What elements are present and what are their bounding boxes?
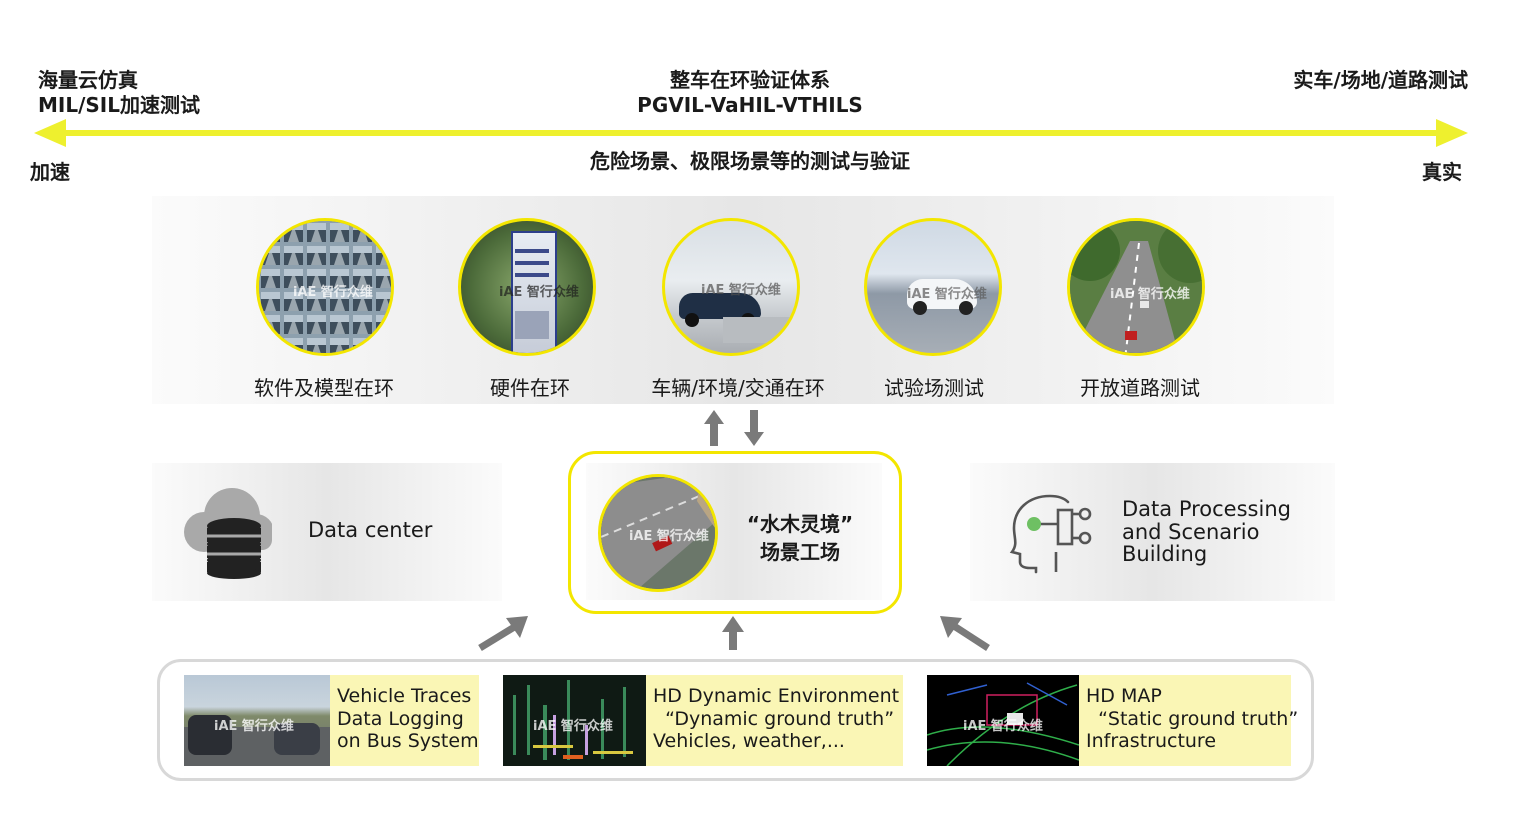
vehicle-traces-watermark: iAE 智行众维 [214, 719, 294, 734]
sources-box [157, 659, 1314, 781]
dynamic-environment-watermark: iAE 智行众维 [533, 719, 613, 734]
vehicle-traces-image: iAE 智行众维 [184, 675, 330, 766]
hd-map-watermark: iAE 智行众维 [963, 719, 1043, 734]
vehicle-traces-label: Vehicle Traces Data Logging on Bus Syste… [330, 675, 479, 766]
header-right: 实车/场地/道路测试 [1293, 68, 1468, 92]
processing-label: Data Processing and Scenario Building [1122, 497, 1291, 566]
header-center: 整车在环验证体系 PGVIL-VaHIL-VTHILS [550, 68, 950, 118]
header-center-line1: 整车在环验证体系 [670, 68, 830, 92]
method-label-hil: 硬件在环 [490, 376, 570, 400]
scenario-factory-image: iAE 智行众维 [598, 474, 718, 592]
sil-watermark: iAE 智行众维 [293, 285, 373, 300]
axis-right-label: 真实 [1422, 160, 1462, 184]
scenario-factory-title-line1: “水木灵境” [746, 512, 854, 536]
method-label-vil: 车辆/环境/交通在环 [651, 376, 825, 400]
hil-watermark: iAE 智行众维 [499, 285, 579, 300]
header-left-line2: MIL/SIL加速测试 [38, 93, 200, 117]
open-road-image: iAE 智行众维 [1067, 218, 1205, 356]
method-label-sil: 软件及模型在环 [254, 376, 394, 400]
method-label-open-road: 开放道路测试 [1080, 376, 1200, 400]
scenario-factory-title: “水木灵境” 场景工场 [730, 510, 870, 566]
method-label-proving-ground: 试验场测试 [884, 376, 984, 400]
scenario-factory-watermark: iAE 智行众维 [629, 529, 709, 544]
hil-image: iAE 智行众维 [458, 218, 596, 356]
header-left-line1: 海量云仿真 [38, 68, 138, 92]
bidirectional-arrows [704, 410, 764, 446]
dynamic-environment-image: iAE 智行众维 [503, 675, 646, 766]
header-left: 海量云仿真 MIL/SIL加速测试 [38, 68, 200, 118]
dynamic-environment-label: HD Dynamic Environment “Dynamic ground t… [646, 675, 903, 766]
scenario-factory-title-line2: 场景工场 [760, 540, 840, 564]
axis-arrow [34, 119, 1468, 147]
proving-ground-image: iAE 智行众维 [864, 218, 1002, 356]
hd-map-label: HD MAP “Static ground truth” Infrastruct… [1079, 675, 1298, 766]
sil-image: iAE 智行众维 [256, 218, 394, 356]
hd-map-image: iAE 智行众维 [927, 675, 1079, 766]
scenario-factory-box [568, 451, 902, 614]
ai-head-icon [1009, 494, 1092, 574]
data-center-label: Data center [308, 518, 433, 542]
open-road-watermark: iAE 智行众维 [1110, 287, 1190, 302]
header-center-line2: PGVIL-VaHIL-VTHILS [637, 93, 863, 117]
vil-image: iAE 智行众维 [662, 218, 800, 356]
axis-center-label: 危险场景、极限场景等的测试与验证 [590, 149, 910, 173]
input-arrows [478, 616, 990, 651]
database-cloud-icon [184, 488, 272, 579]
vil-watermark: iAE 智行众维 [701, 283, 781, 298]
proving-ground-watermark: iAE 智行众维 [907, 287, 987, 302]
axis-left-label: 加速 [30, 160, 70, 184]
processing-panel [970, 463, 1335, 601]
